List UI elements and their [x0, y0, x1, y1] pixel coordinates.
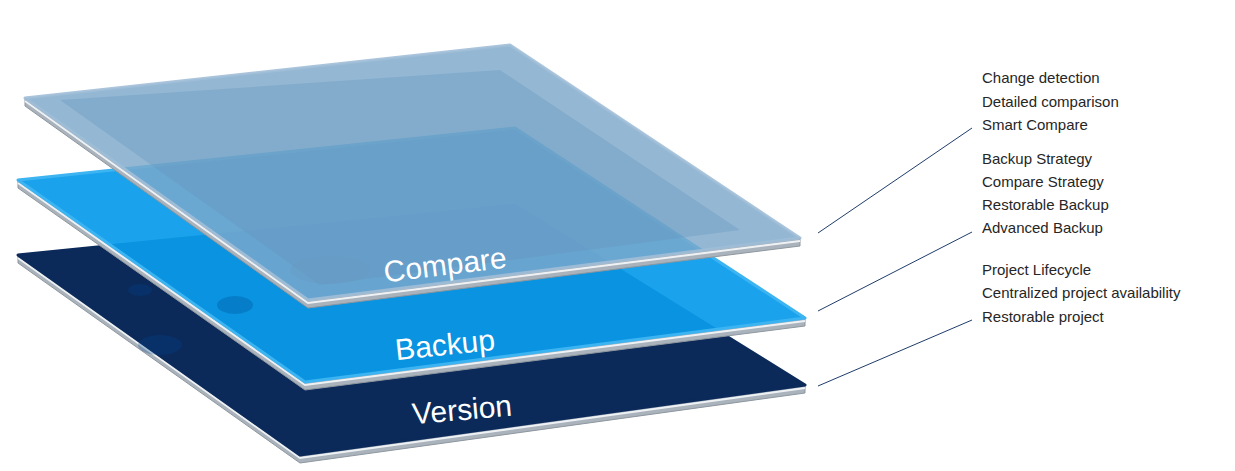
feature-label: Compare Strategy [982, 173, 1104, 191]
feature-label: Restorable project [982, 308, 1104, 326]
feature-label: Change detection [982, 69, 1100, 87]
layer-plate: Compare [10, 38, 810, 313]
leader-line [818, 128, 972, 233]
feature-label: Project Lifecycle [982, 261, 1091, 279]
leader-line [818, 320, 972, 386]
feature-label: Smart Compare [982, 116, 1088, 134]
feature-label: Advanced Backup [982, 219, 1103, 237]
feature-label: Restorable Backup [982, 196, 1109, 214]
leader-line [818, 232, 972, 311]
feature-label: Centralized project availability [982, 284, 1180, 302]
feature-label: Backup Strategy [982, 150, 1092, 168]
feature-label: Detailed comparison [982, 93, 1119, 111]
